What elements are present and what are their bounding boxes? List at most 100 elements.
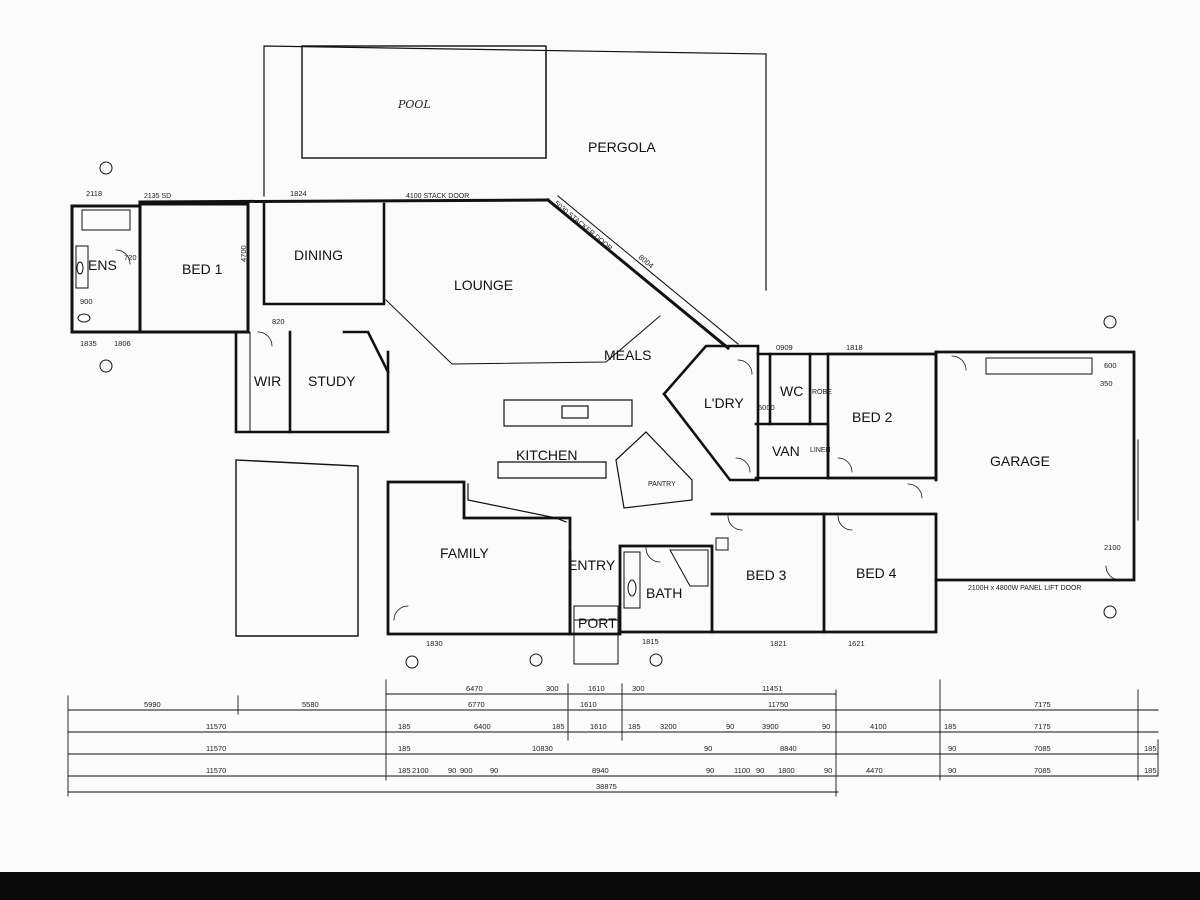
room-label-bath: BATH bbox=[646, 585, 682, 601]
room-label-family: FAMILY bbox=[440, 545, 489, 561]
dim-text: 90 bbox=[948, 744, 956, 753]
dim-text: 8940 bbox=[592, 766, 609, 775]
room-label-meals: MEALS bbox=[604, 347, 651, 363]
bath-fixtures bbox=[623, 537, 729, 609]
ensuite-fixtures bbox=[75, 209, 131, 323]
dim-text: 185 bbox=[398, 744, 411, 753]
dim-text: 3900 bbox=[762, 722, 779, 731]
small-dim: 1824 bbox=[290, 189, 307, 198]
room-label-bed4: BED 4 bbox=[856, 565, 897, 581]
dim-text: 1610 bbox=[590, 722, 607, 731]
label-stacker-door: 5030 STACKER DOOR bbox=[553, 200, 613, 252]
dining-study-walls bbox=[234, 202, 390, 434]
scan-edge bbox=[0, 872, 1200, 900]
dim-text: 900 bbox=[460, 766, 473, 775]
dim-text: 90 bbox=[824, 766, 832, 775]
small-dim: 5000 bbox=[758, 403, 775, 412]
dim-text: 7175 bbox=[1034, 722, 1051, 731]
small-dim: 0909 bbox=[776, 343, 793, 352]
dim-text: 1610 bbox=[588, 684, 605, 693]
label-sd: 2135 SD bbox=[144, 193, 171, 200]
dimension-row-5: 11570 185 2100 90 900 90 8940 90 1100 90… bbox=[206, 766, 1157, 775]
small-dim: 1806 bbox=[114, 339, 131, 348]
dim-text: 7085 bbox=[1034, 766, 1051, 775]
small-dim: 1830 bbox=[426, 639, 443, 648]
dim-text: 185 bbox=[944, 722, 957, 731]
west-wing-walls bbox=[70, 202, 250, 334]
dim-text: 11451 bbox=[762, 684, 782, 693]
small-dim: 1835 bbox=[80, 339, 97, 348]
label-pantry: PANTRY bbox=[648, 481, 676, 488]
dim-text: 90 bbox=[706, 766, 714, 775]
dim-text: 90 bbox=[490, 766, 498, 775]
dim-text: 11570 bbox=[206, 722, 226, 731]
small-dim: 1818 bbox=[846, 343, 863, 352]
room-label-kitchen: KITCHEN bbox=[516, 447, 577, 463]
dim-text: 185 bbox=[398, 722, 411, 731]
porch-steps bbox=[573, 605, 619, 665]
dim-text: 11750 bbox=[768, 700, 788, 709]
room-label-port: PORT bbox=[578, 615, 617, 631]
dim-text: 90 bbox=[704, 744, 712, 753]
small-dim: 2100 bbox=[1104, 543, 1121, 552]
outbuilding-slab bbox=[235, 459, 359, 637]
lounge-outline bbox=[383, 205, 661, 365]
dim-text: 90 bbox=[822, 722, 830, 731]
dim-text: 300 bbox=[632, 684, 645, 693]
dim-text: 185 bbox=[1144, 766, 1157, 775]
dim-text: 11570 bbox=[206, 766, 226, 775]
dim-text: 2100 bbox=[412, 766, 429, 775]
floor-plan: POOL PERGOLA ENS BED 1 DINING LOUNGE MEA… bbox=[67, 45, 1159, 797]
room-label-bed1: BED 1 bbox=[182, 261, 223, 277]
dim-text: 185 bbox=[552, 722, 565, 731]
room-label-ldry: L'DRY bbox=[704, 395, 744, 411]
small-dim: 1821 bbox=[770, 639, 787, 648]
dim-text: 5990 bbox=[144, 700, 161, 709]
label-stack-door: 4100 STACK DOOR bbox=[406, 193, 469, 200]
label-linen: LINEN bbox=[810, 447, 831, 454]
south-block-walls bbox=[386, 480, 938, 636]
dim-text: 5580 bbox=[302, 700, 319, 709]
dim-text: 4470 bbox=[866, 766, 883, 775]
room-label-van: VAN bbox=[772, 443, 800, 459]
dimension-lines bbox=[67, 679, 1159, 797]
small-dim: 350 bbox=[1100, 379, 1113, 388]
dim-text: 185 bbox=[1144, 744, 1157, 753]
small-dim: 4700 bbox=[239, 245, 248, 262]
dim-text: 1100 bbox=[734, 766, 750, 775]
bed2-garage-walls bbox=[826, 350, 1139, 582]
room-label-bed3: BED 3 bbox=[746, 567, 787, 583]
dimension-row-4: 11570 185 10830 90 8840 90 7085 185 bbox=[206, 744, 1157, 753]
dim-text: 1800 bbox=[778, 766, 795, 775]
room-label-wc: WC bbox=[780, 383, 803, 399]
dim-text: 10830 bbox=[532, 744, 553, 753]
dim-text: 6770 bbox=[468, 700, 485, 709]
dim-text: 3200 bbox=[660, 722, 677, 731]
dim-text: 185 bbox=[628, 722, 641, 731]
room-label-ens: ENS bbox=[88, 257, 117, 273]
small-dim: 820 bbox=[272, 317, 285, 326]
dimension-row-2: 6770 1610 11750 bbox=[468, 700, 788, 709]
small-dim: 720 bbox=[124, 253, 137, 262]
dim-text: 8840 bbox=[780, 744, 797, 753]
room-label-bed2: BED 2 bbox=[852, 409, 893, 425]
dim-text: 4100 bbox=[870, 722, 887, 731]
room-label-garage: GARAGE bbox=[990, 453, 1050, 469]
dim-text: 1610 bbox=[580, 700, 597, 709]
dim-text: 90 bbox=[726, 722, 734, 731]
small-dim: 600 bbox=[1104, 361, 1117, 370]
dim-text: 185 bbox=[398, 766, 411, 775]
paper-sheet bbox=[0, 0, 1200, 872]
dimension-total: 38875 bbox=[596, 782, 617, 791]
small-dim: 2118 bbox=[86, 189, 102, 198]
small-dim: 900 bbox=[80, 297, 93, 306]
dim-text: 300 bbox=[546, 684, 559, 693]
dim-text: 7085 bbox=[1034, 744, 1051, 753]
label-robe: ROBE bbox=[812, 389, 832, 396]
dim-text: 7175 bbox=[1034, 700, 1051, 709]
room-label-pergola: PERGOLA bbox=[588, 139, 656, 155]
room-label-study: STUDY bbox=[308, 373, 356, 389]
room-label-pool: POOL bbox=[397, 98, 431, 111]
pergola-outline bbox=[263, 45, 767, 291]
room-label-dining: DINING bbox=[294, 247, 343, 263]
